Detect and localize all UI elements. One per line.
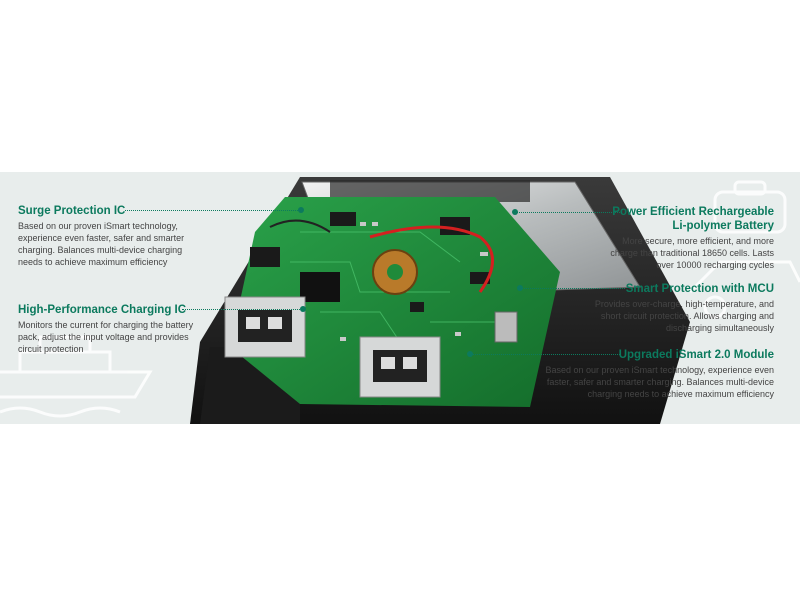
usb-port-right xyxy=(359,336,441,398)
mcu-leader-dot xyxy=(517,285,523,291)
surge-leader-dot xyxy=(298,207,304,213)
suitcase-outline-icon xyxy=(713,180,787,234)
callout-ismart: Upgraded iSmart 2.0 Module Based on our … xyxy=(534,348,774,400)
battery-leader-dot xyxy=(512,209,518,215)
battery-leader-line xyxy=(515,212,620,213)
callout-description: Based on our proven iSmart technology, e… xyxy=(18,221,185,267)
car-outline-icon xyxy=(688,260,800,319)
usb-port-left xyxy=(224,296,306,358)
callout-title-line-1: Power Efficient Rechargeable xyxy=(612,206,774,218)
mcu-leader-line xyxy=(520,288,625,289)
background-outline-art xyxy=(0,180,800,418)
callout-battery: Power Efficient Rechargeable Li-polymer … xyxy=(599,205,774,271)
surge-leader-line xyxy=(125,210,300,211)
callout-mcu: Smart Protection with MCU Provides over-… xyxy=(589,282,774,334)
micro-usb-port xyxy=(494,311,518,343)
callout-charging-ic: High-Performance Charging IC Monitors th… xyxy=(18,303,203,355)
ismart-leader-line xyxy=(470,354,620,355)
red-wire xyxy=(369,225,494,293)
callout-title: Surge Protection IC xyxy=(18,205,126,217)
callout-title: Smart Protection with MCU xyxy=(625,283,774,295)
ismart-leader-dot xyxy=(467,351,473,357)
callout-description: More secure, more efficient, and more ch… xyxy=(610,236,774,270)
callout-title: High-Performance Charging IC xyxy=(18,304,187,316)
callout-title: Upgraded iSmart 2.0 Module xyxy=(618,349,774,361)
callout-description: Provides over-charge, high-temperature, … xyxy=(594,299,774,333)
ship-outline-icon xyxy=(0,335,153,418)
charging-ic-leader-dot xyxy=(300,306,306,312)
charging-ic-leader-line xyxy=(182,309,302,310)
callout-description: Monitors the current for charging the ba… xyxy=(18,320,194,354)
callout-surge-protection: Surge Protection IC Based on our proven … xyxy=(18,204,193,268)
callout-title-line-2: Li-polymer Battery xyxy=(672,220,774,232)
product-banner: Surge Protection IC Based on our proven … xyxy=(0,172,800,424)
callout-description: Based on our proven iSmart technology, e… xyxy=(545,365,774,399)
